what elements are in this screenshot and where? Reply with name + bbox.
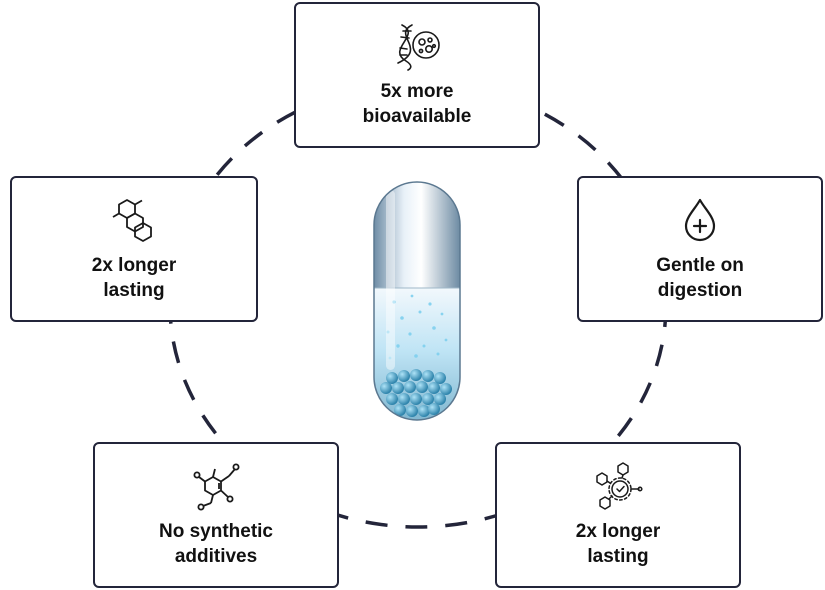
molecule-gear-check-icon — [596, 462, 643, 510]
benefit-label: 2x longer lasting — [91, 255, 177, 301]
benefit-card-longer-lasting-right: 2x longer lasting — [495, 442, 741, 588]
benefit-label: Gentle on digestion — [656, 255, 744, 301]
benefit-card-bioavailable: 5x more bioavailable — [294, 2, 540, 148]
benefit-label: No synthetic additives — [158, 521, 274, 567]
benefit-label: 5x more bioavailable — [362, 81, 472, 127]
capsule-illustration — [373, 181, 461, 421]
chemical-structure-icon — [193, 463, 240, 511]
benefit-card-no-synthetic: No synthetic additives — [93, 442, 339, 588]
benefit-label: 2x longer lasting — [575, 521, 661, 567]
benefit-card-gentle-digestion: Gentle on digestion — [577, 176, 823, 322]
benefit-card-longer-lasting-left: 2x longer lasting — [10, 176, 258, 322]
drop-plus-icon — [684, 198, 716, 242]
dna-microbe-icon — [397, 24, 440, 71]
hexagon-molecule-icon — [112, 199, 152, 242]
